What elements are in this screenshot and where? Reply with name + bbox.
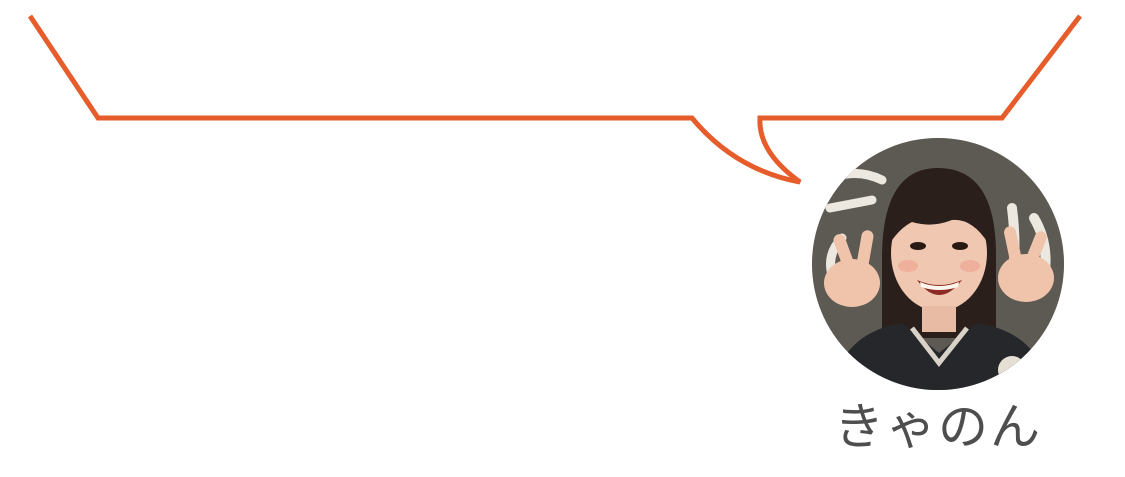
- avatar-photo: [812, 138, 1064, 390]
- speech-bubble-stroke: [27, 14, 1082, 185]
- profile-name: きゃのん: [834, 398, 1042, 456]
- speech-bubble-outline: [27, 14, 1082, 185]
- avatar: [812, 138, 1064, 390]
